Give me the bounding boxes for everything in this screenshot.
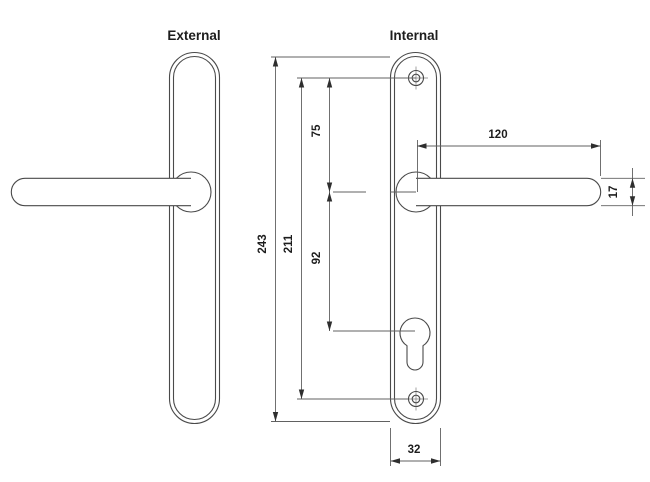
- dimension-line: [297, 77, 416, 400]
- dimension-arrow: [298, 78, 305, 88]
- dimension-overall-height: 243: [257, 56, 390, 422]
- dimension-handle-length: 120: [417, 129, 601, 192]
- dimension-screw-to-handle: 75: [311, 78, 333, 192]
- external-handle-drawing: [10, 51, 221, 425]
- dimension-handle-to-cylinder: 92: [311, 191, 416, 332]
- dimension-handle-thickness: 17: [601, 168, 645, 216]
- dimension-arrow: [326, 321, 333, 331]
- dimension-backplate-width: 32: [390, 428, 441, 466]
- dimension-line: [329, 191, 416, 332]
- dimension-arrow: [326, 182, 333, 192]
- internal-backplate-inner: [393, 55, 438, 421]
- internal-handle-drawing: [389, 51, 602, 425]
- dimension-arrow: [629, 178, 636, 188]
- external-backplate-inner: [172, 55, 217, 421]
- dimension-value: 243: [257, 234, 269, 253]
- screw-outer-circle: [407, 390, 425, 408]
- internal-label: Internal: [390, 28, 439, 43]
- dimension-arrow: [298, 389, 305, 399]
- dimension-screw-centres: 211: [283, 77, 416, 400]
- dimension-arrow: [431, 458, 441, 464]
- dimension-value: 120: [488, 129, 507, 141]
- dimension-line: [271, 56, 390, 422]
- dimension-arrow: [629, 196, 636, 206]
- dimension-arrow: [390, 458, 400, 464]
- external-label: External: [167, 28, 220, 43]
- dimension-arrow: [326, 192, 333, 202]
- dimension-arrow: [326, 78, 333, 88]
- screw-inner-circle: [411, 394, 421, 404]
- dimension-arrow: [417, 143, 427, 149]
- external-backplate-outer: [168, 51, 221, 425]
- dimension-line: [601, 168, 645, 216]
- external-handle-lever: [10, 177, 191, 207]
- dimension-arrow: [272, 57, 279, 67]
- dimensions: 243 211 75 92 120: [257, 56, 645, 466]
- dimension-arrow: [591, 143, 601, 149]
- dimension-arrow: [272, 412, 279, 422]
- internal-handle-lever: [416, 177, 602, 207]
- dimension-value: 32: [408, 444, 421, 456]
- dimension-value: 92: [311, 252, 323, 265]
- dimension-value: 211: [283, 234, 295, 253]
- dimension-value: 75: [311, 124, 323, 137]
- dimension-value: 17: [608, 186, 620, 199]
